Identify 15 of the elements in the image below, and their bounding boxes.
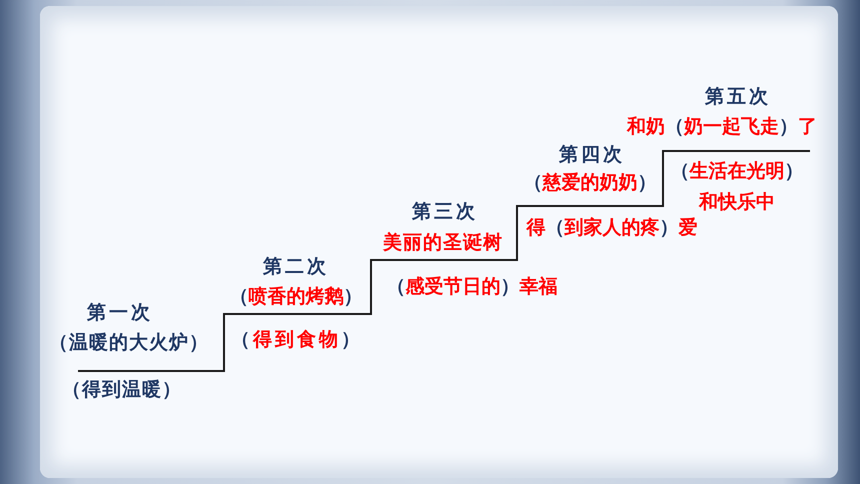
answer-text: 和奶（奶一起飞走）了 (627, 114, 817, 140)
answer-text: （得到食物） (231, 328, 363, 352)
answer-text: （生活在光明）和快乐中 (670, 159, 804, 215)
step-heading: 第三次 (412, 200, 478, 224)
answer-text: （感受节日的）幸福 (386, 274, 558, 300)
step-heading: 第四次 (559, 142, 625, 168)
answer-text: （慈爱的奶奶） (524, 170, 656, 196)
description-text: （温暖的大火炉） (49, 330, 209, 356)
step-heading: 第五次 (705, 84, 771, 110)
description-text: （得到温暖） (62, 378, 182, 402)
step-heading: 第二次 (263, 254, 329, 280)
answer-text: 得（到家人的疼）爱 (526, 216, 698, 240)
step-heading: 第一次 (87, 300, 153, 326)
answer-text: （喷香的烤鹅） (230, 284, 362, 310)
answer-text: 美丽的圣诞树 (383, 230, 503, 256)
